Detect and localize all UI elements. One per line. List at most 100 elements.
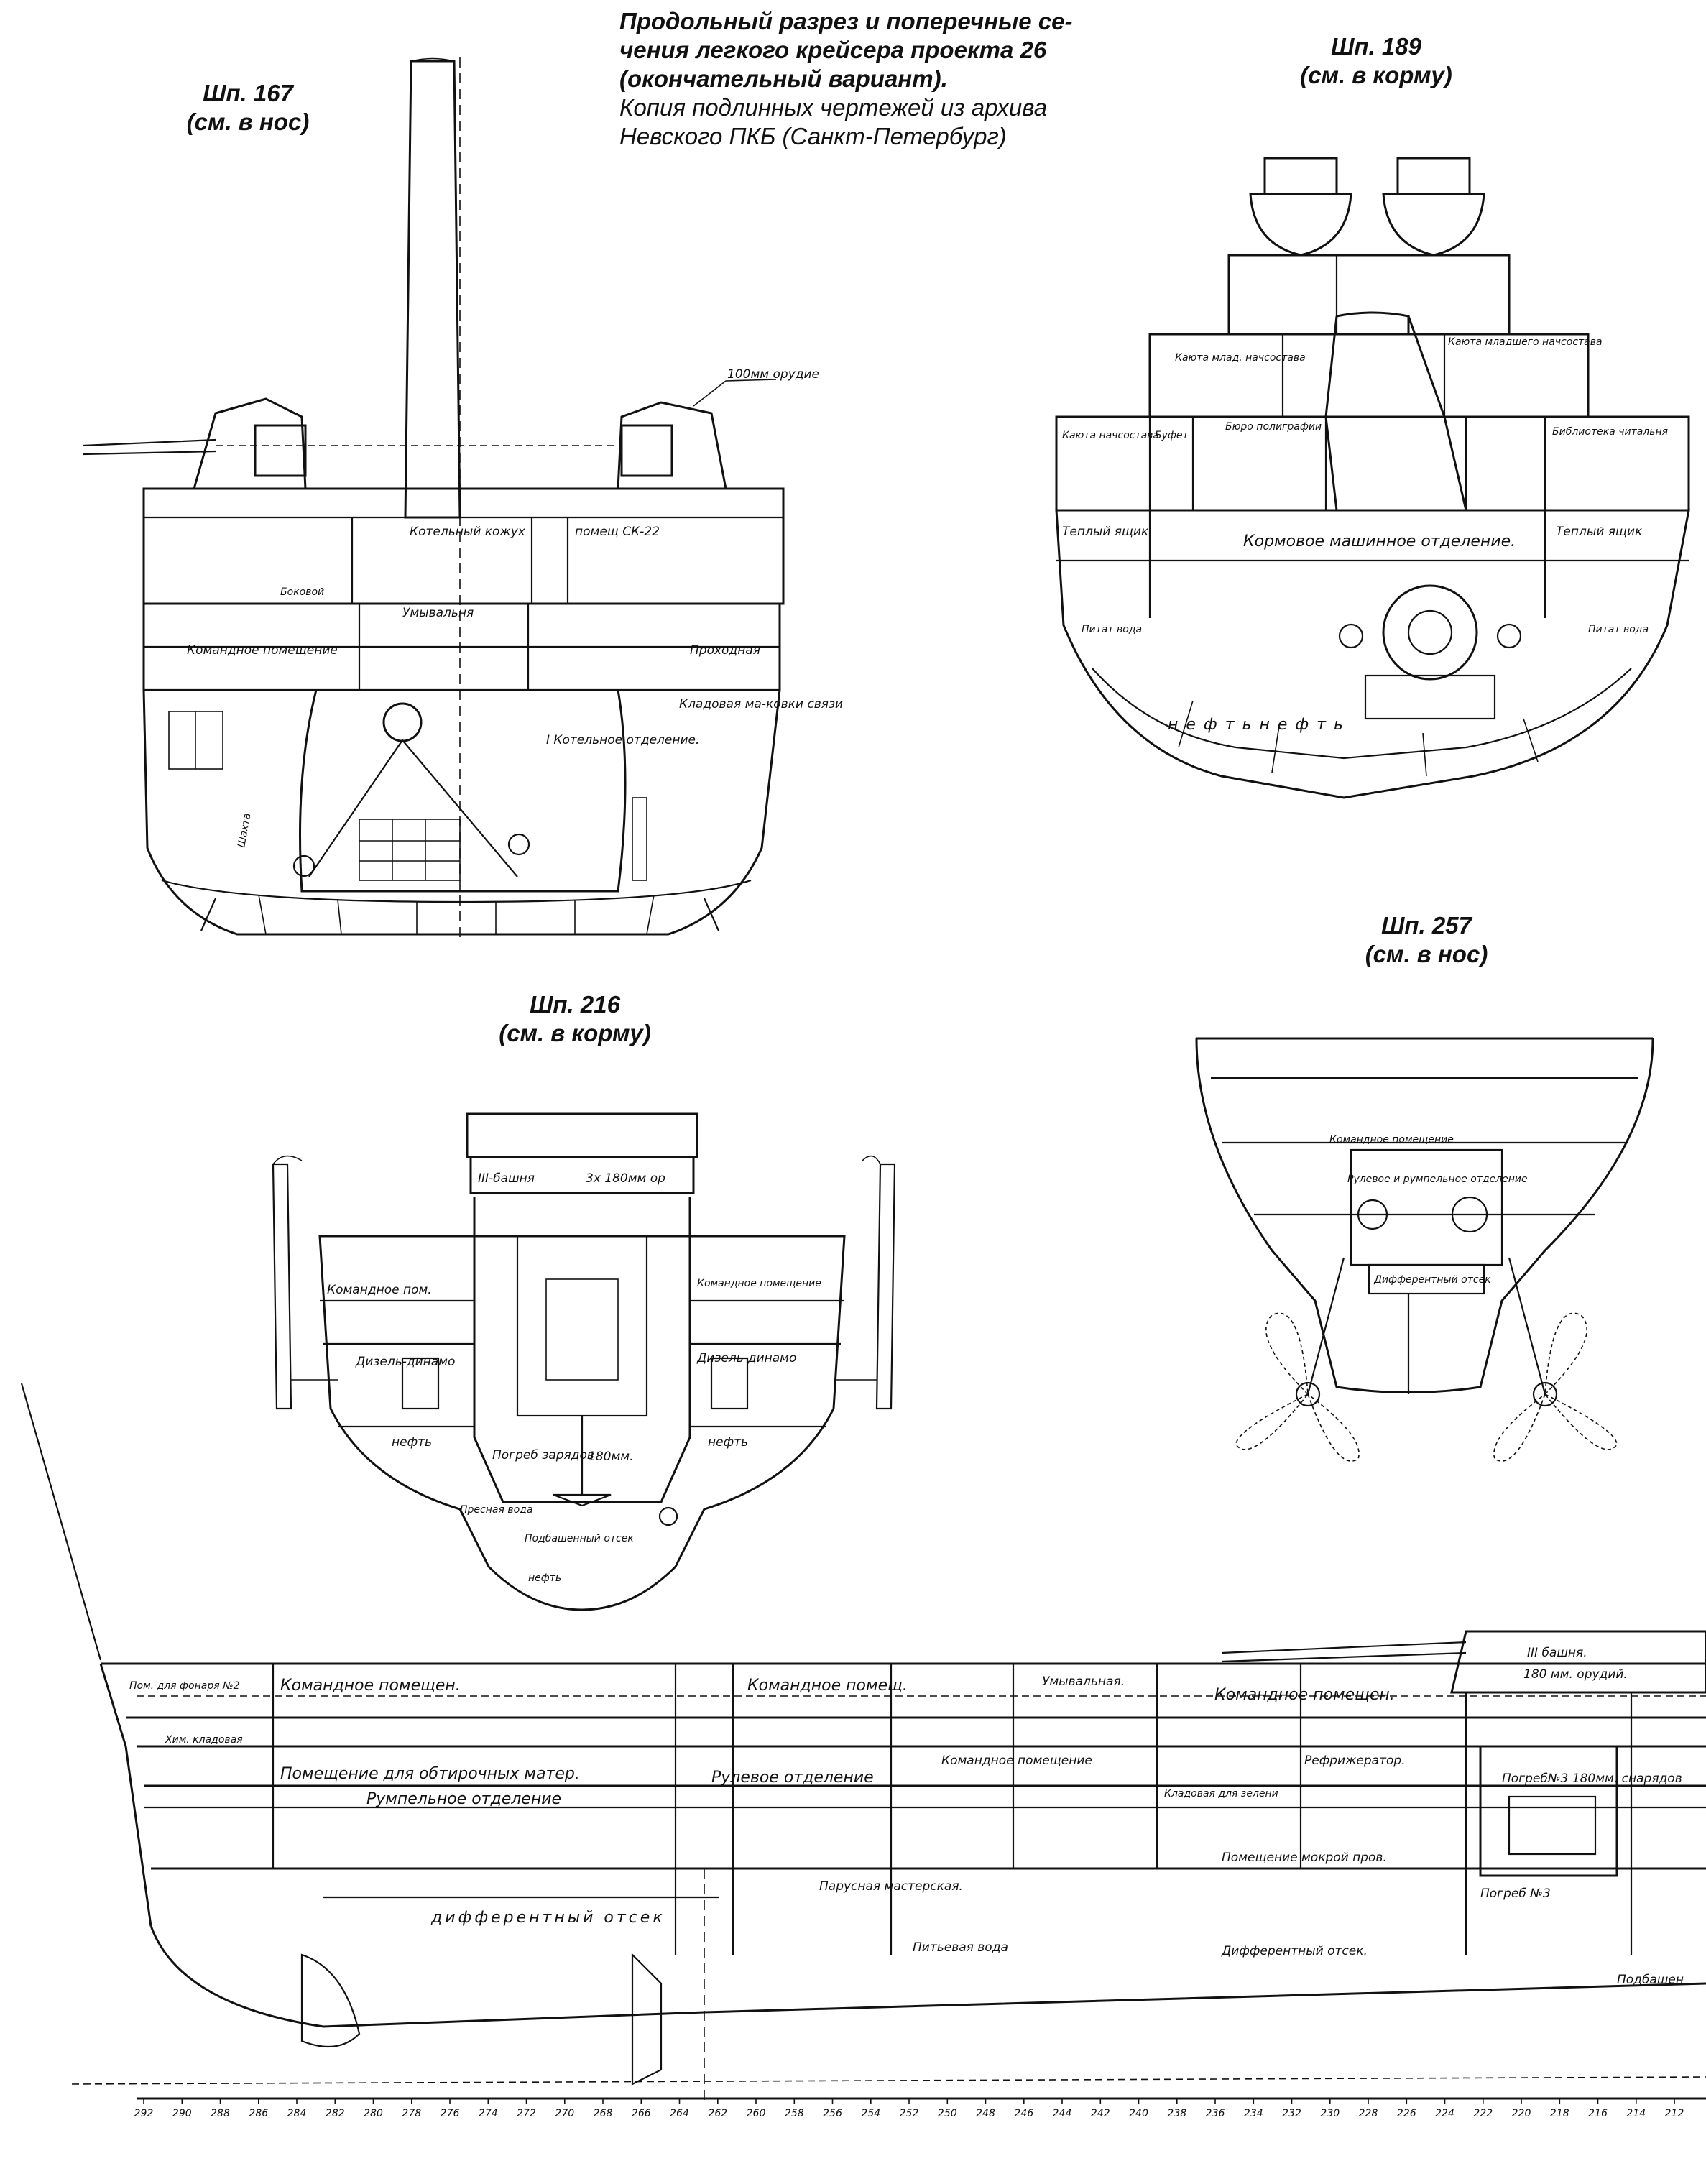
frame-number: 238 (1167, 2108, 1186, 2119)
profile-magazine-label: Погреб№3 180мм. снарядов (1502, 1771, 1682, 1786)
frame-number: 258 (785, 2108, 804, 2119)
crew-right-label: Командное помещение (697, 1278, 821, 1289)
frame-number: 226 (1397, 2108, 1416, 2119)
turret-label: III-башня (478, 1171, 535, 1186)
frame-label: Шп. 167 (203, 80, 293, 106)
compartment-label: Подбашенный отсек (525, 1533, 634, 1544)
oil-label: н е ф т ь н е ф т ь (1168, 716, 1345, 734)
veg-store-label: Кладовая для зелени (1164, 1788, 1278, 1800)
direction-label: (см. в корму) (1300, 62, 1452, 88)
profile-drawing: III башня. 180 мм. орудий. (20, 1383, 1706, 2106)
frame-number: 220 (1512, 2108, 1531, 2119)
oil-left-label: нефть (392, 1435, 432, 1450)
buffet-label: Буфет (1155, 430, 1189, 441)
title-line-5: Невского ПКБ (Санкт-Петербург) (619, 123, 1007, 149)
profile-crew-2-label: Командное помещ. (747, 1677, 908, 1695)
section-257-drawing: Командное помещение Рулевое и румпельное… (1195, 1037, 1654, 1462)
direction-label: (см. в нос) (1365, 941, 1488, 967)
feed-water-right-label: Питат вода (1588, 624, 1649, 635)
skipper-label: Помещение для обтирочных матер. (280, 1765, 580, 1783)
section-caption-216: Шп. 216 (см. в корму) (467, 990, 683, 1048)
section-caption-189: Шп. 189 (см. в корму) (1268, 32, 1484, 90)
crew-left-label: Командное пом. (327, 1283, 432, 1297)
turret-gun-label: 3х 180мм ор (586, 1171, 665, 1186)
title-line-1: Продольный разрез и поперечные се- (619, 8, 1073, 34)
frame-number: 252 (900, 2108, 919, 2119)
frame-number: 222 (1473, 2108, 1493, 2119)
frame-number: 278 (402, 2108, 421, 2119)
frame-number: 262 (708, 2108, 727, 2119)
frame-number: 212 (1665, 2108, 1684, 2119)
frame-number: 264 (670, 2108, 689, 2119)
frame-label: Шп. 189 (1331, 33, 1421, 60)
frame-number: 244 (1053, 2108, 1072, 2119)
trim-2-label: Дифферентный отсек. (1221, 1944, 1368, 1958)
nco-cabin-label: Каюта млад. начсостава (1175, 352, 1306, 364)
frame-number: 270 (555, 2108, 574, 2119)
fresh-water-label: Пресная вода (460, 1504, 532, 1516)
oil-right-label: нефть (708, 1435, 748, 1450)
frame-number: 248 (976, 2108, 995, 2119)
frame-number: 256 (823, 2108, 842, 2119)
exhaust-label: Боковой (280, 586, 324, 598)
frame-number: 282 (326, 2108, 345, 2119)
caliber-label: 180мм. (588, 1450, 634, 1464)
title-line-2: чения легкого крейсера проекта 26 (619, 37, 1047, 63)
sails-label: Парусная мастерская. (819, 1879, 963, 1894)
profile-magazine-2-label: Погреб №3 (1480, 1886, 1551, 1901)
section-caption-167: Шп. 167 (см. в нос) (140, 79, 356, 137)
shaft-label: Шахта (236, 812, 253, 849)
frame-number: 292 (134, 2108, 154, 2119)
boiler-casing-label: Котельный кожух (410, 525, 526, 539)
profile-turret-label: III башня. (1527, 1646, 1587, 1660)
frame-number: 216 (1588, 2108, 1608, 2119)
diesel-left-label: Дизель-динамо (355, 1355, 455, 1369)
profile-washroom-label: Умывальная. (1042, 1674, 1125, 1689)
frame-number: 286 (249, 2108, 268, 2119)
direction-label: (см. в корму) (499, 1020, 651, 1046)
profile-crew-1-label: Командное помещен. (280, 1677, 461, 1695)
magazine-label: Погреб зарядов (492, 1448, 594, 1462)
frame-number: 246 (1014, 2108, 1033, 2119)
feed-water-label: Питат вода (1082, 624, 1142, 635)
drink-water-label: Питьевая вода (913, 1940, 1008, 1955)
section-189-drawing: Каюта млад. начсостава Каюта младшего на… (1055, 157, 1690, 799)
section-167-drawing: 100мм орудие Котельный кожух помещ СК-22… (82, 57, 843, 941)
frame-number: 280 (364, 2108, 383, 2119)
frame-number: 224 (1435, 2108, 1454, 2119)
boiler-room-label: I Котельное отделение. (546, 733, 699, 747)
frame-number: 284 (287, 2108, 307, 2119)
sheet-title: Продольный разрез и поперечные се- чения… (619, 7, 1194, 151)
title-line-3: (окончательный вариант). (619, 65, 948, 92)
frame-number: 236 (1206, 2108, 1225, 2119)
frame-number: 232 (1282, 2108, 1301, 2119)
chem-store-label: Хим. кладовая (165, 1734, 243, 1746)
frame-number: 290 (172, 2108, 192, 2119)
tiller-label: Румпельное отделение (366, 1790, 561, 1808)
frame-number: 242 (1091, 2108, 1110, 2119)
profile-crew-3-label: Командное помещен. (1214, 1686, 1395, 1704)
oil-bottom-label: нефть (528, 1572, 561, 1584)
steering-label: Рулевое отделение (711, 1769, 874, 1787)
frame-number: 266 (632, 2108, 651, 2119)
crew-room-label: Командное помещение (187, 643, 338, 658)
frame-number: 274 (479, 2108, 498, 2119)
trim-label-257: Дифферентный отсек (1373, 1274, 1491, 1286)
room-sk-label: помещ СК-22 (575, 525, 660, 539)
passage-label: Проходная (690, 643, 760, 658)
frame-number: 230 (1320, 2108, 1340, 2119)
frame-number: 240 (1129, 2108, 1148, 2119)
sub-turret-label: Подбашен (1617, 1973, 1684, 1987)
paint-locker-label: Пом. для фонаря №2 (129, 1680, 240, 1692)
washroom-label: Умывальня (402, 606, 474, 620)
trim-1-label: дифферентный отсек (430, 1909, 665, 1927)
library-label: Библиотека читальня (1552, 426, 1668, 438)
fridge-label: Рефрижератор. (1304, 1754, 1406, 1768)
frame-number: 250 (938, 2108, 957, 2119)
frame-number: 214 (1626, 2108, 1646, 2119)
cold-store-label: Кладовая ма-ковки связи (679, 697, 843, 711)
frame-number: 276 (441, 2108, 460, 2119)
warm-box-right-label: Теплый ящик (1556, 525, 1643, 539)
section-caption-257: Шп. 257 (см. в нос) (1319, 911, 1534, 969)
